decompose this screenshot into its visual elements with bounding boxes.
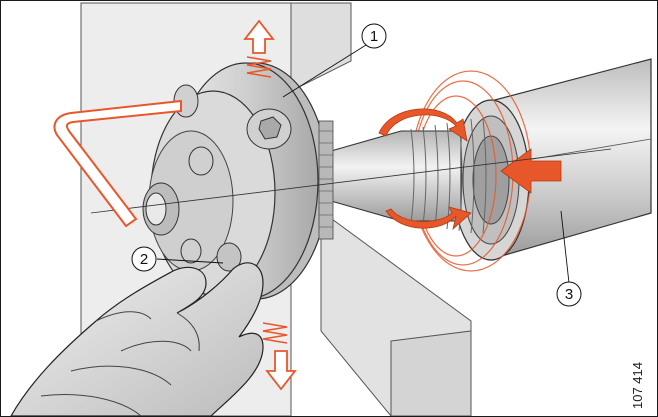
rotation-arrow	[378, 108, 562, 231]
callout-1: 1	[361, 23, 387, 49]
arrow-down-icon	[265, 350, 297, 391]
axial-arrow-icon	[500, 148, 562, 194]
callout-2: 2	[131, 246, 157, 272]
arrow-up-icon	[243, 19, 275, 54]
spring-bottom-icon	[262, 322, 288, 344]
spring-top-icon	[246, 56, 272, 78]
threaded-shaft	[330, 118, 487, 234]
callout-3: 3	[556, 281, 582, 307]
callout-3-label: 3	[565, 286, 573, 303]
hex-key-icon	[53, 99, 182, 228]
figure-id: 107 414	[630, 362, 645, 409]
bolt-heads	[173, 84, 292, 272]
callout-1-label: 1	[370, 28, 378, 45]
axis-line	[90, 148, 612, 214]
callout-leaders	[156, 44, 570, 284]
callout-2-label: 2	[140, 251, 148, 268]
vertical-adjust-arrows	[243, 19, 297, 391]
hand-illustration	[10, 262, 264, 416]
